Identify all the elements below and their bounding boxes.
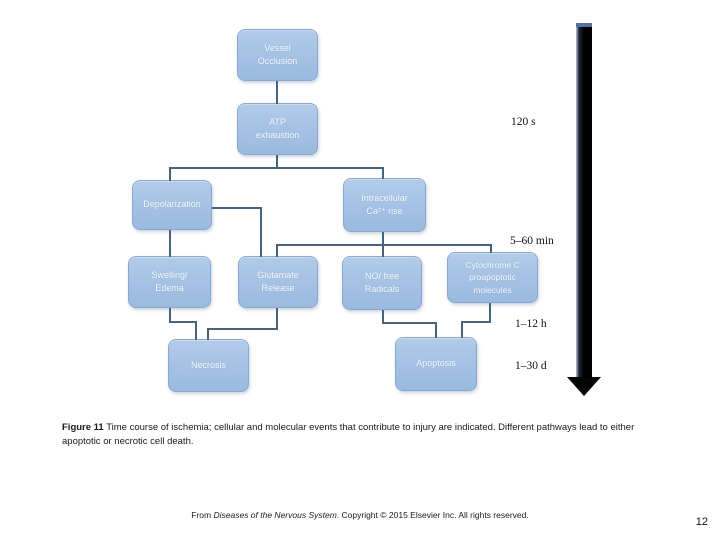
connector-depolarization-glutamate-v <box>260 207 262 257</box>
time-label-120s: 120 s <box>511 116 536 128</box>
time-label-1-30d: 1–30 d <box>515 360 547 372</box>
node-vessel-occlusion: Vessel Occlusion <box>237 29 318 81</box>
connector-swelling-h <box>169 321 197 323</box>
connector-drop-nofree <box>382 244 384 257</box>
connector-nofree-apoptosis-entry <box>435 322 437 338</box>
time-label-1-12h: 1–12 h <box>515 318 547 330</box>
connector-drop-glutamate <box>276 244 278 257</box>
node-atp-exhaustion: ATP exhaustion <box>237 103 318 155</box>
figure-caption: Figure 11 Time course of ischemia; cellu… <box>62 421 662 449</box>
credit-suffix: . Copyright © 2015 Elsevier Inc. All rig… <box>336 510 529 520</box>
node-depolarization: Depolarization <box>132 180 212 230</box>
credit-prefix: From <box>191 510 212 520</box>
figure-caption-label: Figure 11 <box>62 422 104 433</box>
connector-atp-down <box>276 155 278 168</box>
connector-cytochrome-h <box>461 321 491 323</box>
connector-cytochrome-apoptosis-entry <box>461 321 463 338</box>
connector-depolarization-right-h <box>212 207 262 209</box>
connector-glutamate-down <box>276 308 278 330</box>
node-no-free-radicals: NO/ free Radicals <box>342 256 422 310</box>
connector-branch2-horizontal <box>276 244 492 246</box>
connector-vessel-atp <box>276 81 278 104</box>
connector-nofree-down <box>382 310 384 324</box>
connector-glutamate-necrosis-entry <box>207 328 209 340</box>
connector-swelling-necrosis-entry <box>195 321 197 340</box>
timeline-arrow-cap <box>576 23 592 27</box>
connector-intracellular-down <box>382 232 384 246</box>
page-number: 12 <box>695 516 708 528</box>
connector-nofree-h <box>382 322 437 324</box>
node-swelling-edema: Swelling/ Edema <box>128 256 211 308</box>
connector-drop-depolarization <box>169 167 171 181</box>
connector-depolarization-swelling <box>169 230 171 257</box>
connector-branch1-horizontal <box>169 167 384 169</box>
node-intracellular-ca-rise: Intracellular Ca²⁺ rise <box>343 178 426 232</box>
connector-drop-intracellular <box>382 167 384 179</box>
credit-source-title: Diseases of the Nervous System <box>213 510 337 520</box>
figure-caption-text: Time course of ischemia; cellular and mo… <box>62 422 635 447</box>
connector-cytochrome-down <box>489 303 491 323</box>
connector-drop-cytochrome <box>490 244 492 253</box>
node-necrosis: Necrosis <box>168 339 249 392</box>
node-cytochrome-c-proapoptotic: Cytochrome C proapoptotic molecules <box>447 252 538 303</box>
connector-glutamate-h <box>207 328 278 330</box>
node-apoptosis: Apoptosis <box>395 337 477 391</box>
timeline-arrow-head-icon <box>567 377 601 396</box>
connector-swelling-down <box>169 308 171 323</box>
timeline-arrow-shaft <box>576 27 592 378</box>
time-label-5-60min: 5–60 min <box>510 235 554 247</box>
node-glutamate-release: Glutamate Release <box>238 256 318 308</box>
credit-line: From Diseases of the Nervous System. Cop… <box>0 510 720 520</box>
